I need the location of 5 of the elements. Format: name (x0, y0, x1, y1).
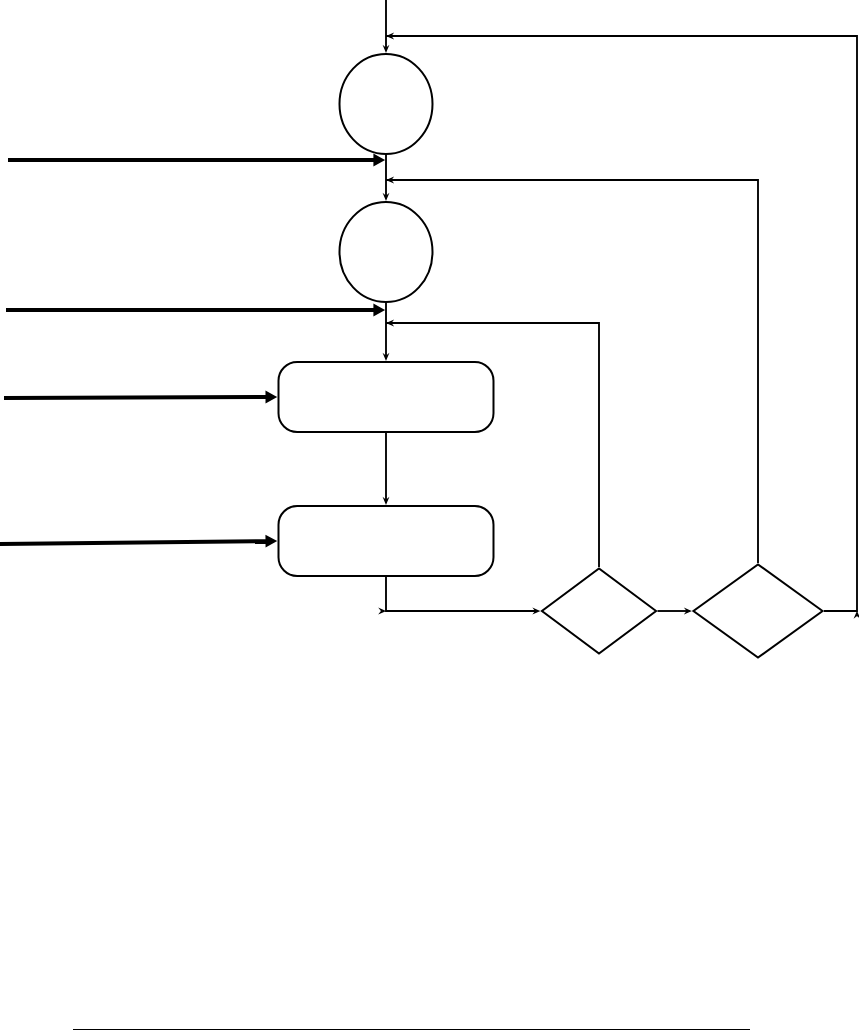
process-box (277, 361, 495, 433)
circle-node (338, 53, 434, 155)
circle-node (338, 201, 434, 303)
process-box (277, 505, 495, 577)
decision-diamond (540, 567, 658, 655)
